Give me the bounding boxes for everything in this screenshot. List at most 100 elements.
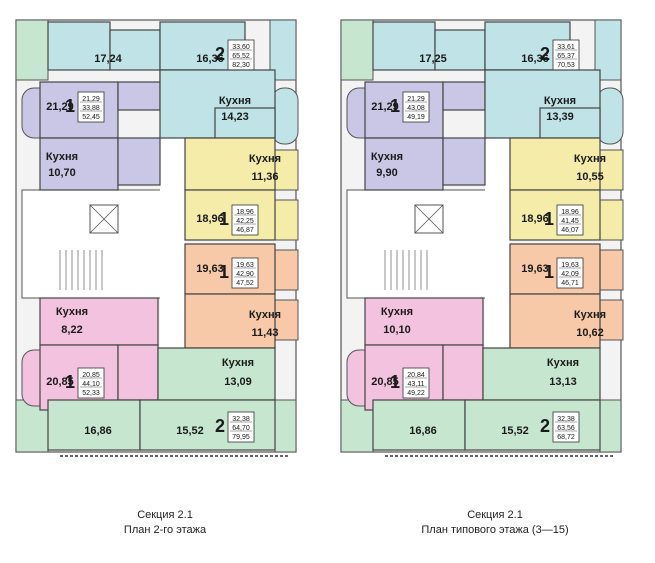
room-shape <box>214 107 276 139</box>
room-shape <box>184 293 276 349</box>
room-shape <box>509 243 601 295</box>
room-shape <box>39 137 119 191</box>
room-area: 20,85 <box>46 376 74 388</box>
unit-stat: 46,07 <box>561 227 579 234</box>
unit-stat: 79,95 <box>232 434 250 441</box>
room-area: 10,62 <box>576 327 604 339</box>
room-shape <box>442 137 486 186</box>
kitchen-label: Кухня <box>371 151 403 163</box>
kitchen-label: Кухня <box>46 151 78 163</box>
room-shape <box>184 243 276 295</box>
room-shape <box>117 81 161 111</box>
elevator-cross <box>89 204 119 234</box>
unit-stat: 33,88 <box>82 105 100 112</box>
unit-stat: 43,11 <box>408 381 425 388</box>
kitchen-label: Кухня <box>574 153 606 165</box>
room-area: 16,36 <box>521 53 549 65</box>
room-area: 16,86 <box>84 425 112 437</box>
unit-stat: 42,25 <box>236 218 254 225</box>
kitchen-label: Кухня <box>574 309 606 321</box>
room-shape <box>442 81 486 111</box>
caption-floor2-title: План 2-го этажа <box>123 524 207 536</box>
room-area: 16,86 <box>409 425 437 437</box>
balcony <box>340 19 374 81</box>
room-area: 18,96 <box>196 213 224 225</box>
room-area: 11,36 <box>252 171 279 183</box>
core-stairwell <box>21 189 163 299</box>
room-area: 17,25 <box>419 53 447 65</box>
elevator-shaft <box>89 204 119 234</box>
unit-studio-top-left: 17,25 <box>372 21 486 71</box>
room-area: 19,63 <box>521 263 549 275</box>
side-balcony <box>271 249 299 291</box>
room-area: 19,63 <box>196 263 224 275</box>
room-count: 2 <box>540 416 550 436</box>
unit-stat: 63,56 <box>557 425 575 432</box>
balcony <box>269 19 297 81</box>
side-balcony <box>596 149 624 191</box>
kitchen-label: Кухня <box>56 306 88 318</box>
kitchen-label: Кухня <box>249 309 281 321</box>
unit-stat: 19,63 <box>236 262 254 269</box>
room-area: 10,10 <box>383 324 411 336</box>
unit-stat: 33,60 <box>232 44 250 51</box>
unit-stat: 32,38 <box>232 416 250 423</box>
balcony <box>274 399 297 453</box>
room-shape <box>464 399 601 451</box>
stats-box <box>402 91 430 123</box>
kitchen-label: Кухня <box>547 357 579 369</box>
bay-window <box>271 87 299 145</box>
stats-box <box>552 39 580 71</box>
room-area: 13,09 <box>224 376 252 388</box>
stats-box <box>77 91 105 123</box>
corridor <box>160 138 185 348</box>
side-balcony <box>596 299 624 341</box>
room-shape <box>47 399 141 451</box>
room-shape <box>364 137 444 191</box>
side-balcony <box>596 199 624 241</box>
room-shape <box>117 137 161 186</box>
unit-green-bottom-left: 16,86 <box>47 399 141 451</box>
room-shape <box>364 297 484 346</box>
room-area: 15,52 <box>501 425 529 437</box>
elevator-cross <box>414 204 444 234</box>
unit-stat: 70,53 <box>557 62 575 69</box>
room-area: 16,36 <box>196 53 224 65</box>
room-shape <box>539 107 601 139</box>
unit-stat: 68,72 <box>557 434 575 441</box>
unit-stat: 33,61 <box>557 44 575 51</box>
unit-stat: 43,08 <box>407 105 425 112</box>
room-shape <box>47 21 111 71</box>
elevator-shaft <box>414 204 444 234</box>
room-shape <box>509 137 601 191</box>
unit-stat: 19,63 <box>561 262 579 269</box>
caption-floor2-section: Секция 2.1 <box>137 509 193 521</box>
room-shape <box>139 399 276 451</box>
stats-box <box>227 411 255 443</box>
corridor <box>485 138 510 348</box>
room-shape <box>482 347 601 401</box>
unit-stat: 65,37 <box>557 53 575 60</box>
room-area: 13,13 <box>549 376 577 388</box>
room-shape <box>509 293 601 349</box>
room-shape <box>442 344 484 401</box>
unit-stat: 42,09 <box>561 271 579 278</box>
unit-stat: 46,87 <box>236 227 254 234</box>
room-shape <box>117 344 159 401</box>
stats-box <box>552 411 580 443</box>
